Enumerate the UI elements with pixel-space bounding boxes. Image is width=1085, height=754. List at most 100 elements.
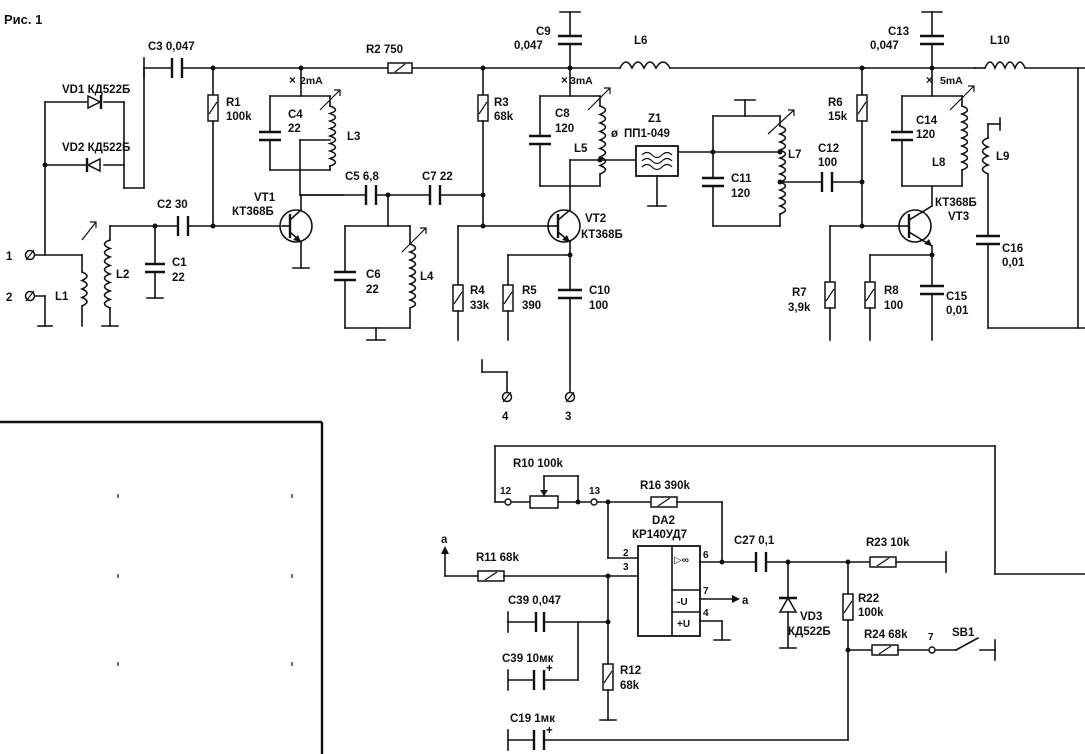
label-vt3-type: КТ368Б	[935, 197, 977, 209]
opamp-vneg: -U	[677, 597, 688, 608]
diode-vd2	[85, 157, 101, 173]
top-rail-wires	[143, 57, 1085, 79]
label-c6-name: C6	[366, 269, 381, 281]
label-z1-val: ПП1-049	[624, 128, 670, 140]
label-r3-name: R3	[494, 97, 509, 109]
opamp-pin-2: 2	[623, 548, 629, 559]
opamp-pin-6: 6	[703, 550, 709, 561]
label-a-in: a	[441, 534, 448, 546]
label-r6-name: R6	[828, 97, 843, 109]
inductor-l10	[983, 61, 1027, 71]
vt2-emitter-network	[502, 254, 582, 393]
vt3-tank-wires	[891, 67, 975, 187]
label-r5-name: R5	[522, 285, 537, 297]
inductor-l2	[103, 238, 113, 310]
label-l3: L3	[347, 131, 360, 143]
label-l2: L2	[116, 269, 129, 281]
transistor-vt1	[279, 194, 313, 269]
label-r12-name: R12	[620, 665, 641, 677]
label-c14-val: 120	[916, 129, 935, 141]
opamp-symbol: ▷∞	[674, 555, 689, 566]
label-c6-val: 22	[366, 284, 379, 296]
current-mark-vt1: ×	[289, 75, 296, 87]
label-l8: L8	[932, 157, 946, 169]
l9-c16-branch	[976, 67, 1085, 329]
inductor-l7	[777, 124, 787, 216]
label-vt2-name: VT2	[585, 213, 606, 225]
label-vd3-type: КД522Б	[788, 626, 831, 638]
label-c1-val: 22	[172, 272, 185, 284]
figure-title: Рис. 1	[4, 12, 42, 27]
label-terminal-1: 1	[6, 251, 13, 263]
label-terminal-3: 3	[565, 411, 571, 423]
label-c9-val: 0,047	[514, 40, 543, 52]
opamp-pin-3: 3	[623, 562, 629, 573]
label-r7-name: R7	[792, 287, 807, 299]
label-r24: R24 68k	[864, 629, 908, 641]
label-c12-name: C12	[818, 143, 839, 155]
label-c13-val: 0,047	[870, 40, 899, 52]
label-c16-val: 0,01	[1002, 257, 1025, 269]
label-c5: C5 6,8	[345, 171, 379, 183]
label-sb1[interactable]: SB1	[952, 627, 975, 639]
resistor-r2	[387, 62, 413, 74]
label-vd3-name: VD3	[800, 611, 822, 623]
interstage-network	[300, 185, 484, 341]
label-a-out: a	[742, 595, 749, 607]
resistor-r1	[207, 67, 283, 227]
label-c8-name: C8	[555, 108, 570, 120]
label-pin-12: 12	[500, 486, 512, 497]
label-current-vt2: 3mA	[570, 75, 593, 87]
label-l7: L7	[788, 149, 801, 161]
label-c1-name: C1	[172, 257, 187, 269]
vt3-bias-wires	[824, 67, 899, 341]
label-vt1-type: КТ368Б	[232, 206, 274, 218]
label-c39b: C39 10мк	[502, 653, 554, 665]
label-r5-val: 390	[522, 300, 541, 312]
label-c11-name: C11	[731, 173, 752, 185]
filter-z1	[635, 145, 781, 207]
label-terminal-2: 2	[6, 292, 12, 304]
label-r22-name: R22	[858, 593, 879, 605]
label-vt3-name: VT3	[948, 211, 969, 223]
label-pin-13: 13	[589, 486, 601, 497]
label-c3: C3 0,047	[148, 41, 195, 53]
opamp-feedback-wires	[494, 445, 1085, 575]
opamp-vpos: +U	[677, 619, 690, 630]
vt1-tank-wires	[259, 67, 344, 196]
label-l9: L9	[996, 151, 1009, 163]
label-l6: L6	[634, 35, 647, 47]
label-current-vt1: 2mA	[300, 75, 323, 87]
left-frame	[0, 420, 324, 754]
capacitor-c13	[920, 11, 944, 69]
label-c8-val: 120	[555, 123, 574, 135]
label-l10: L10	[990, 35, 1010, 47]
vt2-bias-wires	[452, 67, 549, 341]
label-r23: R23 10k	[866, 537, 910, 549]
label-r3-val: 68k	[494, 111, 514, 123]
label-vd1: VD1 КД522Б	[62, 84, 130, 96]
label-c4-val: 22	[288, 123, 301, 135]
pin-13[interactable]	[590, 498, 598, 506]
opamp-output-wires	[699, 551, 996, 741]
label-r1-name: R1	[226, 97, 241, 109]
current-mark-vt2: ×	[561, 75, 568, 87]
current-mark-vt3: ×	[926, 75, 933, 87]
label-c13-name: C13	[888, 26, 909, 38]
label-r7-val: 3,9k	[788, 302, 811, 314]
inductor-l9	[981, 136, 991, 176]
input-l2-branch	[81, 216, 214, 327]
label-c2: C2 30	[157, 199, 188, 211]
pin-7-terminal[interactable]	[928, 646, 936, 654]
opamp-supply-wires	[699, 595, 740, 641]
label-r4-name: R4	[470, 285, 485, 297]
input-network-wires	[29, 67, 145, 327]
inductor-l6	[618, 61, 672, 70]
label-l1: L1	[55, 291, 69, 303]
inductor-l8	[959, 104, 969, 172]
pin-12[interactable]	[504, 498, 512, 506]
label-current-vt3: 5mA	[940, 75, 963, 87]
transistor-vt2	[547, 159, 581, 291]
label-c4-name: C4	[288, 109, 303, 121]
